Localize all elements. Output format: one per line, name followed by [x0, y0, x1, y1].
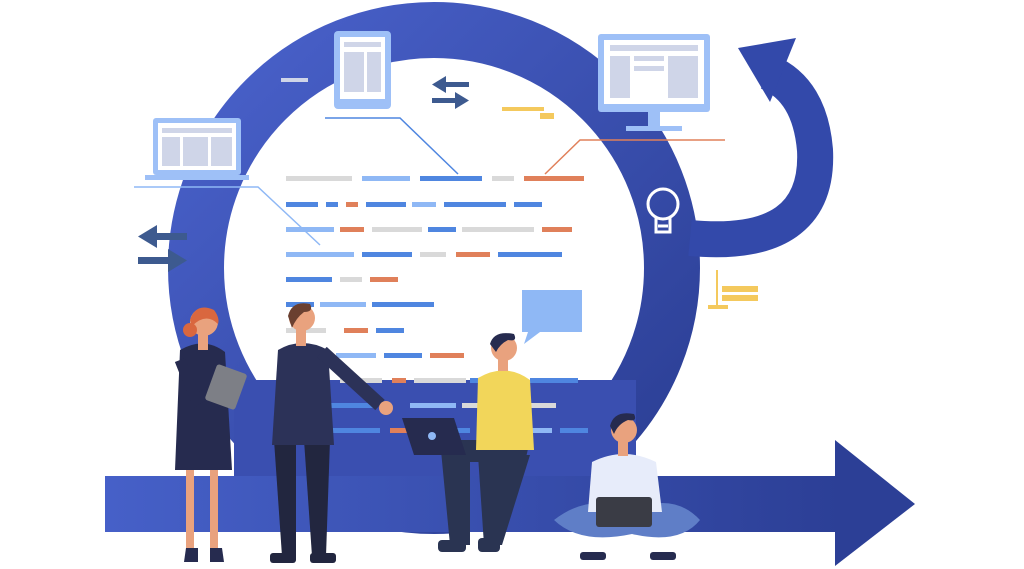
- code-line-segment: [430, 353, 464, 358]
- code-line-segment: [428, 227, 456, 232]
- decor-dash: [281, 78, 308, 82]
- code-line-segment: [286, 277, 332, 282]
- code-line-segment: [420, 252, 446, 257]
- swap-arrows-icon: [138, 225, 187, 272]
- code-line-segment: [410, 403, 456, 408]
- code-line-segment: [330, 428, 380, 433]
- lightbulb-icon: [646, 187, 680, 234]
- code-line-segment: [462, 227, 534, 232]
- swap-arrows-icon: [432, 76, 469, 109]
- curved-arrow: [688, 38, 834, 258]
- code-line-segment: [286, 202, 318, 207]
- code-line-segment: [286, 252, 354, 257]
- code-line-segment: [344, 328, 368, 333]
- person-man-laptop-yellow: [402, 333, 534, 552]
- code-line-segment: [508, 403, 556, 408]
- person-man-suit: [270, 303, 393, 563]
- code-line-segment: [392, 378, 406, 383]
- connector-lines: [134, 117, 725, 246]
- code-line-segment: [524, 176, 584, 181]
- code-line-segment: [412, 202, 436, 207]
- code-line-segment: [320, 302, 366, 307]
- code-line-segment: [370, 277, 398, 282]
- monitor-icon: [598, 34, 710, 131]
- code-line-segment: [366, 202, 406, 207]
- code-line-segment: [346, 202, 358, 207]
- code-line-segment: [340, 277, 362, 282]
- code-line-segment: [362, 176, 410, 181]
- code-line-segment: [336, 353, 376, 358]
- code-line-segment: [542, 227, 572, 232]
- code-line-segment: [444, 202, 506, 207]
- code-line-segment: [330, 403, 374, 408]
- code-line-segment: [420, 176, 482, 181]
- code-line-segment: [286, 227, 334, 232]
- code-line-segment: [362, 252, 412, 257]
- person-woman-tablet: [174, 307, 247, 562]
- progress-arrow: [105, 440, 915, 566]
- code-line-segment: [530, 378, 578, 383]
- code-line-segment: [340, 227, 364, 232]
- code-line-segment: [492, 176, 514, 181]
- tablet-icon: [334, 31, 391, 109]
- speech-bubble-icon: [522, 290, 582, 344]
- code-line-segment: [456, 252, 490, 257]
- code-line-segment: [560, 428, 588, 433]
- laptop-icon: [145, 118, 249, 180]
- code-line-segment: [376, 328, 404, 333]
- code-line-segment: [498, 252, 562, 257]
- code-line-segment: [372, 302, 434, 307]
- code-line-segment: [326, 202, 338, 207]
- code-line-segment: [286, 176, 352, 181]
- code-line-segment: [372, 227, 422, 232]
- code-line-segment: [514, 202, 542, 207]
- code-line-segment: [384, 353, 422, 358]
- person-man-sitting: [554, 413, 700, 560]
- code-line-segment: [414, 378, 466, 383]
- decor-yellow: [502, 107, 758, 309]
